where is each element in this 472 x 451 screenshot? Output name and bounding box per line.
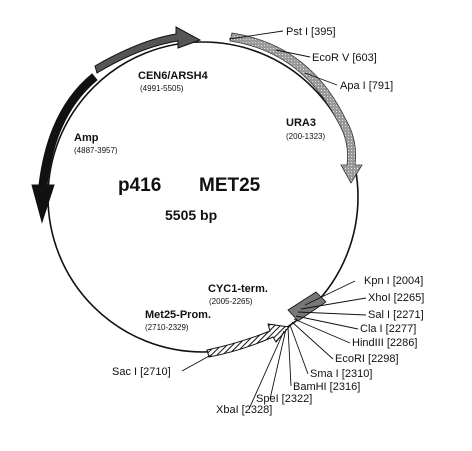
site-sma-i: Sma I [2310] xyxy=(310,368,372,380)
amp-arrow xyxy=(31,73,98,224)
site-xhoi: XhoI [2265] xyxy=(368,292,424,304)
cyc1-term-block xyxy=(287,291,327,322)
ura3-arrow xyxy=(229,32,363,184)
feature-cyc1-coords: (2005-2265) xyxy=(209,297,253,306)
site-bamhi: BamHI [2316] xyxy=(293,381,360,393)
site-cla-i: Cla I [2277] xyxy=(360,323,416,335)
site-hindiii: HindIII [2286] xyxy=(352,337,417,349)
site-apa-i: Apa I [791] xyxy=(340,80,393,92)
plasmid-name: p416 xyxy=(118,175,161,196)
cen-arsh4-arrow xyxy=(94,26,202,74)
site-ecori: EcoRI [2298] xyxy=(335,353,399,365)
met25-promoter-arrow xyxy=(206,323,290,358)
site-xbai: XbaI [2328] xyxy=(216,404,272,416)
site-pst-i: Pst I [395] xyxy=(286,26,336,38)
site-sac-i: Sac I [2710] xyxy=(112,366,171,378)
feature-ura3-coords: (200-1323) xyxy=(286,132,325,141)
site-kpn-i: Kpn I [2004] xyxy=(364,275,423,287)
feature-met25-label: Met25-Prom. xyxy=(145,309,211,321)
feature-ura3-label: URA3 xyxy=(286,117,316,129)
site-sal-i: Sal I [2271] xyxy=(368,309,424,321)
feature-cen-coords: (4991-5505) xyxy=(140,84,184,93)
plasmid-size: 5505 bp xyxy=(165,207,217,223)
feature-amp-label: Amp xyxy=(74,132,99,144)
feature-amp-coords: (4887-3957) xyxy=(74,146,118,155)
site-spei: SpeI [2322] xyxy=(256,393,312,405)
feature-met25-coords: (2710-2329) xyxy=(145,323,189,332)
site-ecor-v: EcoR V [603] xyxy=(312,52,377,64)
feature-cen-label: CEN6/ARSH4 xyxy=(138,70,209,82)
site-leader-lines xyxy=(181,30,367,410)
plasmid-promoter-name: MET25 xyxy=(199,175,261,196)
feature-cyc1-label: CYC1-term. xyxy=(208,283,268,295)
